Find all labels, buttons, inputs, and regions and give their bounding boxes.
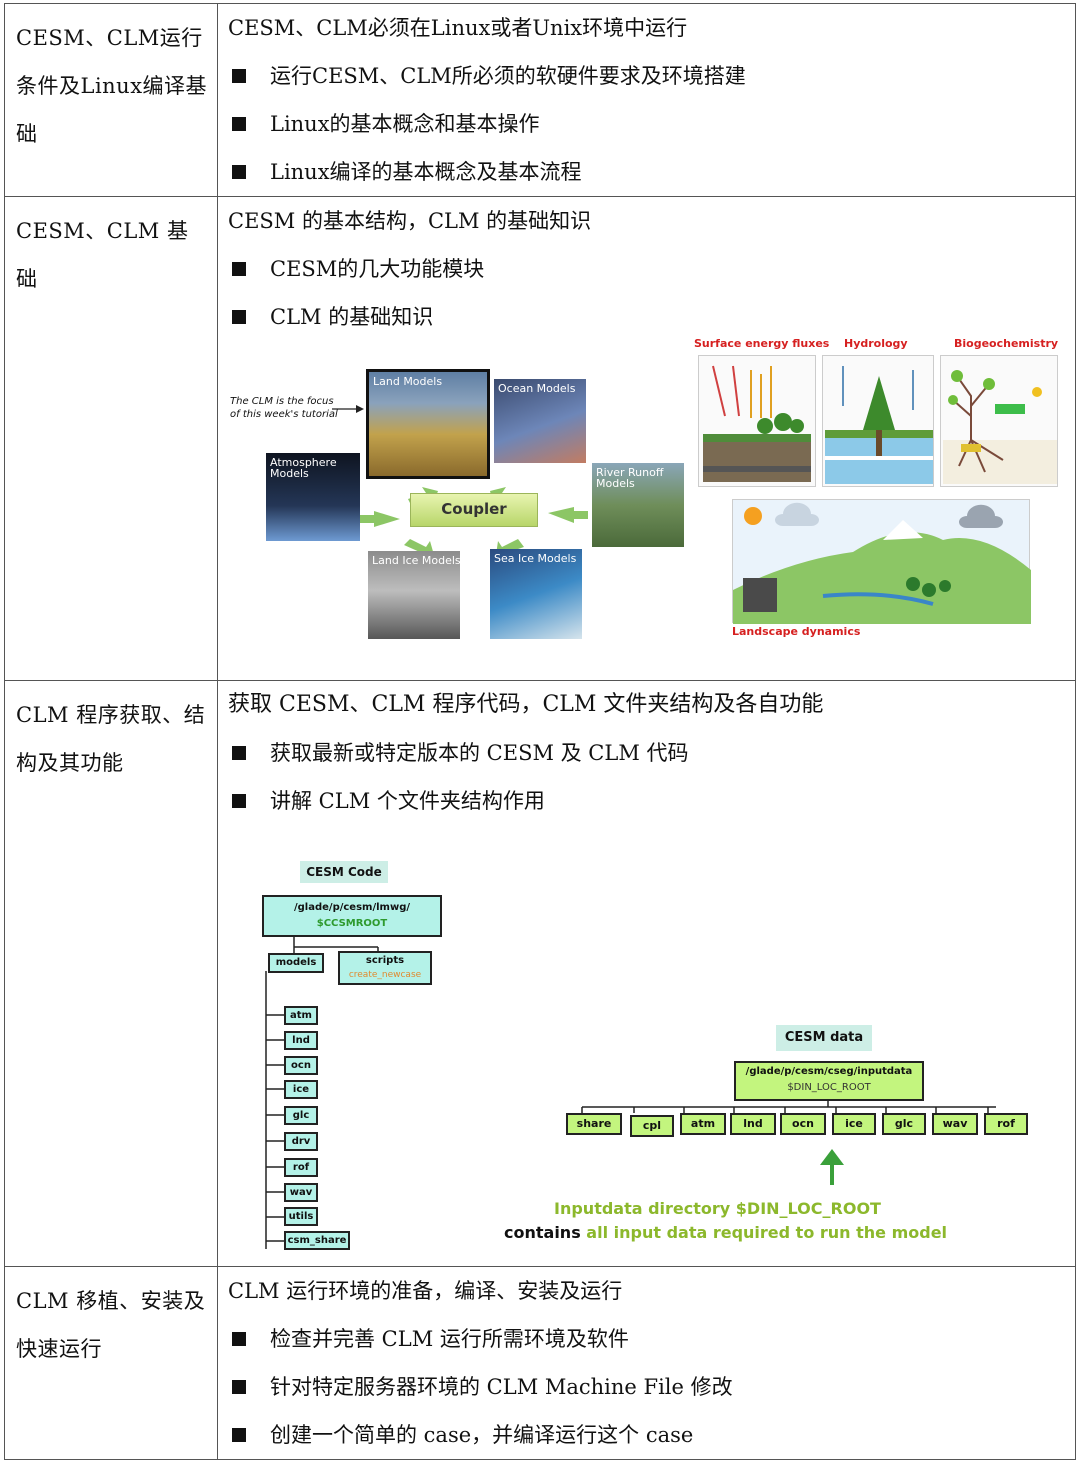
bullet-square-icon bbox=[232, 310, 246, 324]
bullet-square-icon bbox=[232, 69, 246, 83]
row-content: CESM、CLM必须在Linux或者Unix环境中运行 运行CESM、CLM所必… bbox=[217, 3, 1076, 197]
code-folder-lnd: lnd bbox=[284, 1031, 318, 1050]
list-item: Linux编译的基本概念及基本流程 bbox=[228, 148, 1067, 196]
list-item: 获取最新或特定版本的 CESM 及 CLM 代码 bbox=[228, 729, 1067, 777]
bullet-square-icon bbox=[232, 794, 246, 808]
energy-fluxes-panel bbox=[698, 355, 816, 487]
bullet-square-icon bbox=[232, 1332, 246, 1346]
table-row: CLM 程序获取、结构及其功能 获取 CESM、CLM 程序代码，CLM 文件夹… bbox=[4, 680, 1076, 1267]
row-topic: CLM 程序获取、结构及其功能 bbox=[4, 680, 218, 1267]
code-folder-ocn: ocn bbox=[284, 1056, 318, 1075]
coupler-box: Coupler bbox=[410, 493, 538, 527]
code-folder-rof: rof bbox=[284, 1158, 318, 1177]
biogeochemistry-panel bbox=[940, 355, 1058, 487]
data-folder-cpl: cpl bbox=[630, 1115, 674, 1137]
directory-structure-figure: CESM Code /glade/p/cesm/lmwg/ $CCSMROOT bbox=[228, 825, 1067, 1265]
data-folder-atm: atm bbox=[680, 1113, 726, 1135]
list-item: 讲解 CLM 个文件夹结构作用 bbox=[228, 777, 1067, 825]
data-folder-rof: rof bbox=[984, 1113, 1028, 1135]
row-content: CESM 的基本结构，CLM 的基础知识 CESM的几大功能模块 CLM 的基础… bbox=[217, 196, 1076, 681]
list-item: 检查并完善 CLM 运行所需环境及软件 bbox=[228, 1315, 1067, 1363]
row-content: 获取 CESM、CLM 程序代码，CLM 文件夹结构及各自功能 获取最新或特定版… bbox=[217, 680, 1076, 1267]
row-heading: CLM 运行环境的准备，编译、安装及运行 bbox=[228, 1279, 623, 1303]
bullet-square-icon bbox=[232, 117, 246, 131]
list-item: 创建一个简单的 case，并编译运行这个 case bbox=[228, 1411, 1067, 1459]
hydrology-panel bbox=[822, 355, 934, 487]
code-tree-lines bbox=[265, 937, 379, 1249]
code-folder-utils: utils bbox=[284, 1207, 318, 1226]
cesm-data-title: CESM data bbox=[776, 1025, 872, 1051]
data-folder-wav: wav bbox=[932, 1113, 978, 1135]
syllabus-table: CESM、CLM运行条件及Linux编译基础 CESM、CLM必须在Linux或… bbox=[4, 3, 1076, 1460]
data-folder-ice: ice bbox=[832, 1113, 876, 1135]
landscape-dynamics-panel bbox=[732, 499, 1031, 624]
din-loc-root-box: /glade/p/cesm/cseg/inputdata $DIN_LOC_RO… bbox=[734, 1061, 924, 1101]
land-ice-models-tile: Land Ice Models bbox=[368, 551, 460, 639]
bullet-square-icon bbox=[232, 1428, 246, 1442]
list-item: CESM的几大功能模块 bbox=[228, 245, 1067, 293]
energy-fluxes-illustration bbox=[703, 365, 811, 482]
landscape-dynamics-title: Landscape dynamics bbox=[732, 625, 861, 638]
bullet-square-icon bbox=[232, 746, 246, 760]
table-row: CLM 移植、安装及快速运行 CLM 运行环境的准备，编译、安装及运行 检查并完… bbox=[4, 1266, 1076, 1460]
code-folder-drv: drv bbox=[284, 1132, 318, 1151]
models-folder: models bbox=[268, 953, 324, 973]
atmosphere-models-tile: Atmosphere Models bbox=[266, 453, 360, 541]
list-item: 针对特定服务器环境的 CLM Machine File 修改 bbox=[228, 1363, 1067, 1411]
bullet-square-icon bbox=[232, 262, 246, 276]
land-models-tile: Land Models bbox=[366, 369, 490, 479]
hydrology-illustration bbox=[825, 366, 933, 484]
ccsmroot-box: /glade/p/cesm/lmwg/ $CCSMROOT bbox=[262, 895, 442, 937]
cesm-components-figure: The CLM is the focus of this week's tuto… bbox=[228, 337, 1067, 671]
sea-ice-models-tile: Sea Ice Models bbox=[490, 549, 582, 639]
inputdata-caption: Inputdata directory $DIN_LOC_ROOT bbox=[554, 1199, 881, 1218]
inputdata-caption-2: contains all input data required to run … bbox=[504, 1223, 948, 1242]
list-item: 运行CESM、CLM所必须的软硬件要求及环境搭建 bbox=[228, 52, 1067, 100]
biogeochemistry-title: Biogeochemistry bbox=[954, 337, 1059, 350]
data-tree-lines bbox=[581, 1101, 996, 1185]
clm-focus-note: The CLM is the focus of this week's tuto… bbox=[230, 396, 338, 420]
row-heading: CESM 的基本结构，CLM 的基础知识 bbox=[228, 209, 592, 233]
hydrology-title: Hydrology bbox=[844, 337, 908, 350]
code-folder-ice: ice bbox=[284, 1080, 318, 1099]
table-row: CESM、CLM运行条件及Linux编译基础 CESM、CLM必须在Linux或… bbox=[4, 3, 1076, 197]
row-heading: 获取 CESM、CLM 程序代码，CLM 文件夹结构及各自功能 bbox=[228, 692, 824, 717]
list-item: CLM 的基础知识 bbox=[228, 293, 1067, 341]
biogeochemistry-illustration bbox=[943, 370, 1057, 484]
code-folder-atm: atm bbox=[284, 1006, 318, 1025]
data-folder-ocn: ocn bbox=[780, 1113, 826, 1135]
scripts-folder: scripts create_newcase bbox=[338, 951, 432, 985]
ocean-models-tile: Ocean Models bbox=[494, 379, 586, 463]
bullet-square-icon bbox=[232, 165, 246, 179]
code-folder-wav: wav bbox=[284, 1183, 318, 1202]
row-topic: CESM、CLM 基础 bbox=[4, 196, 218, 681]
row-topic: CLM 移植、安装及快速运行 bbox=[4, 1266, 218, 1460]
row-content: CLM 运行环境的准备，编译、安装及运行 检查并完善 CLM 运行所需环境及软件… bbox=[217, 1266, 1076, 1460]
landscape-illustration bbox=[733, 502, 1031, 624]
row-topic: CESM、CLM运行条件及Linux编译基础 bbox=[4, 3, 218, 197]
code-folder-glc: glc bbox=[284, 1106, 318, 1125]
list-item: Linux的基本概念和基本操作 bbox=[228, 100, 1067, 148]
cesm-code-title: CESM Code bbox=[300, 861, 388, 883]
data-folder-glc: glc bbox=[882, 1113, 926, 1135]
river-runoff-models-tile: River Runoff Models bbox=[592, 463, 684, 547]
row-heading: CESM、CLM必须在Linux或者Unix环境中运行 bbox=[228, 16, 688, 40]
data-folder-share: share bbox=[566, 1113, 622, 1135]
bullet-square-icon bbox=[232, 1380, 246, 1394]
data-folder-lnd: lnd bbox=[730, 1113, 776, 1135]
surface-energy-title: Surface energy fluxes bbox=[694, 337, 830, 350]
table-row: CESM、CLM 基础 CESM 的基本结构，CLM 的基础知识 CESM的几大… bbox=[4, 196, 1076, 681]
code-folder-csm-share: csm_share bbox=[284, 1231, 350, 1250]
